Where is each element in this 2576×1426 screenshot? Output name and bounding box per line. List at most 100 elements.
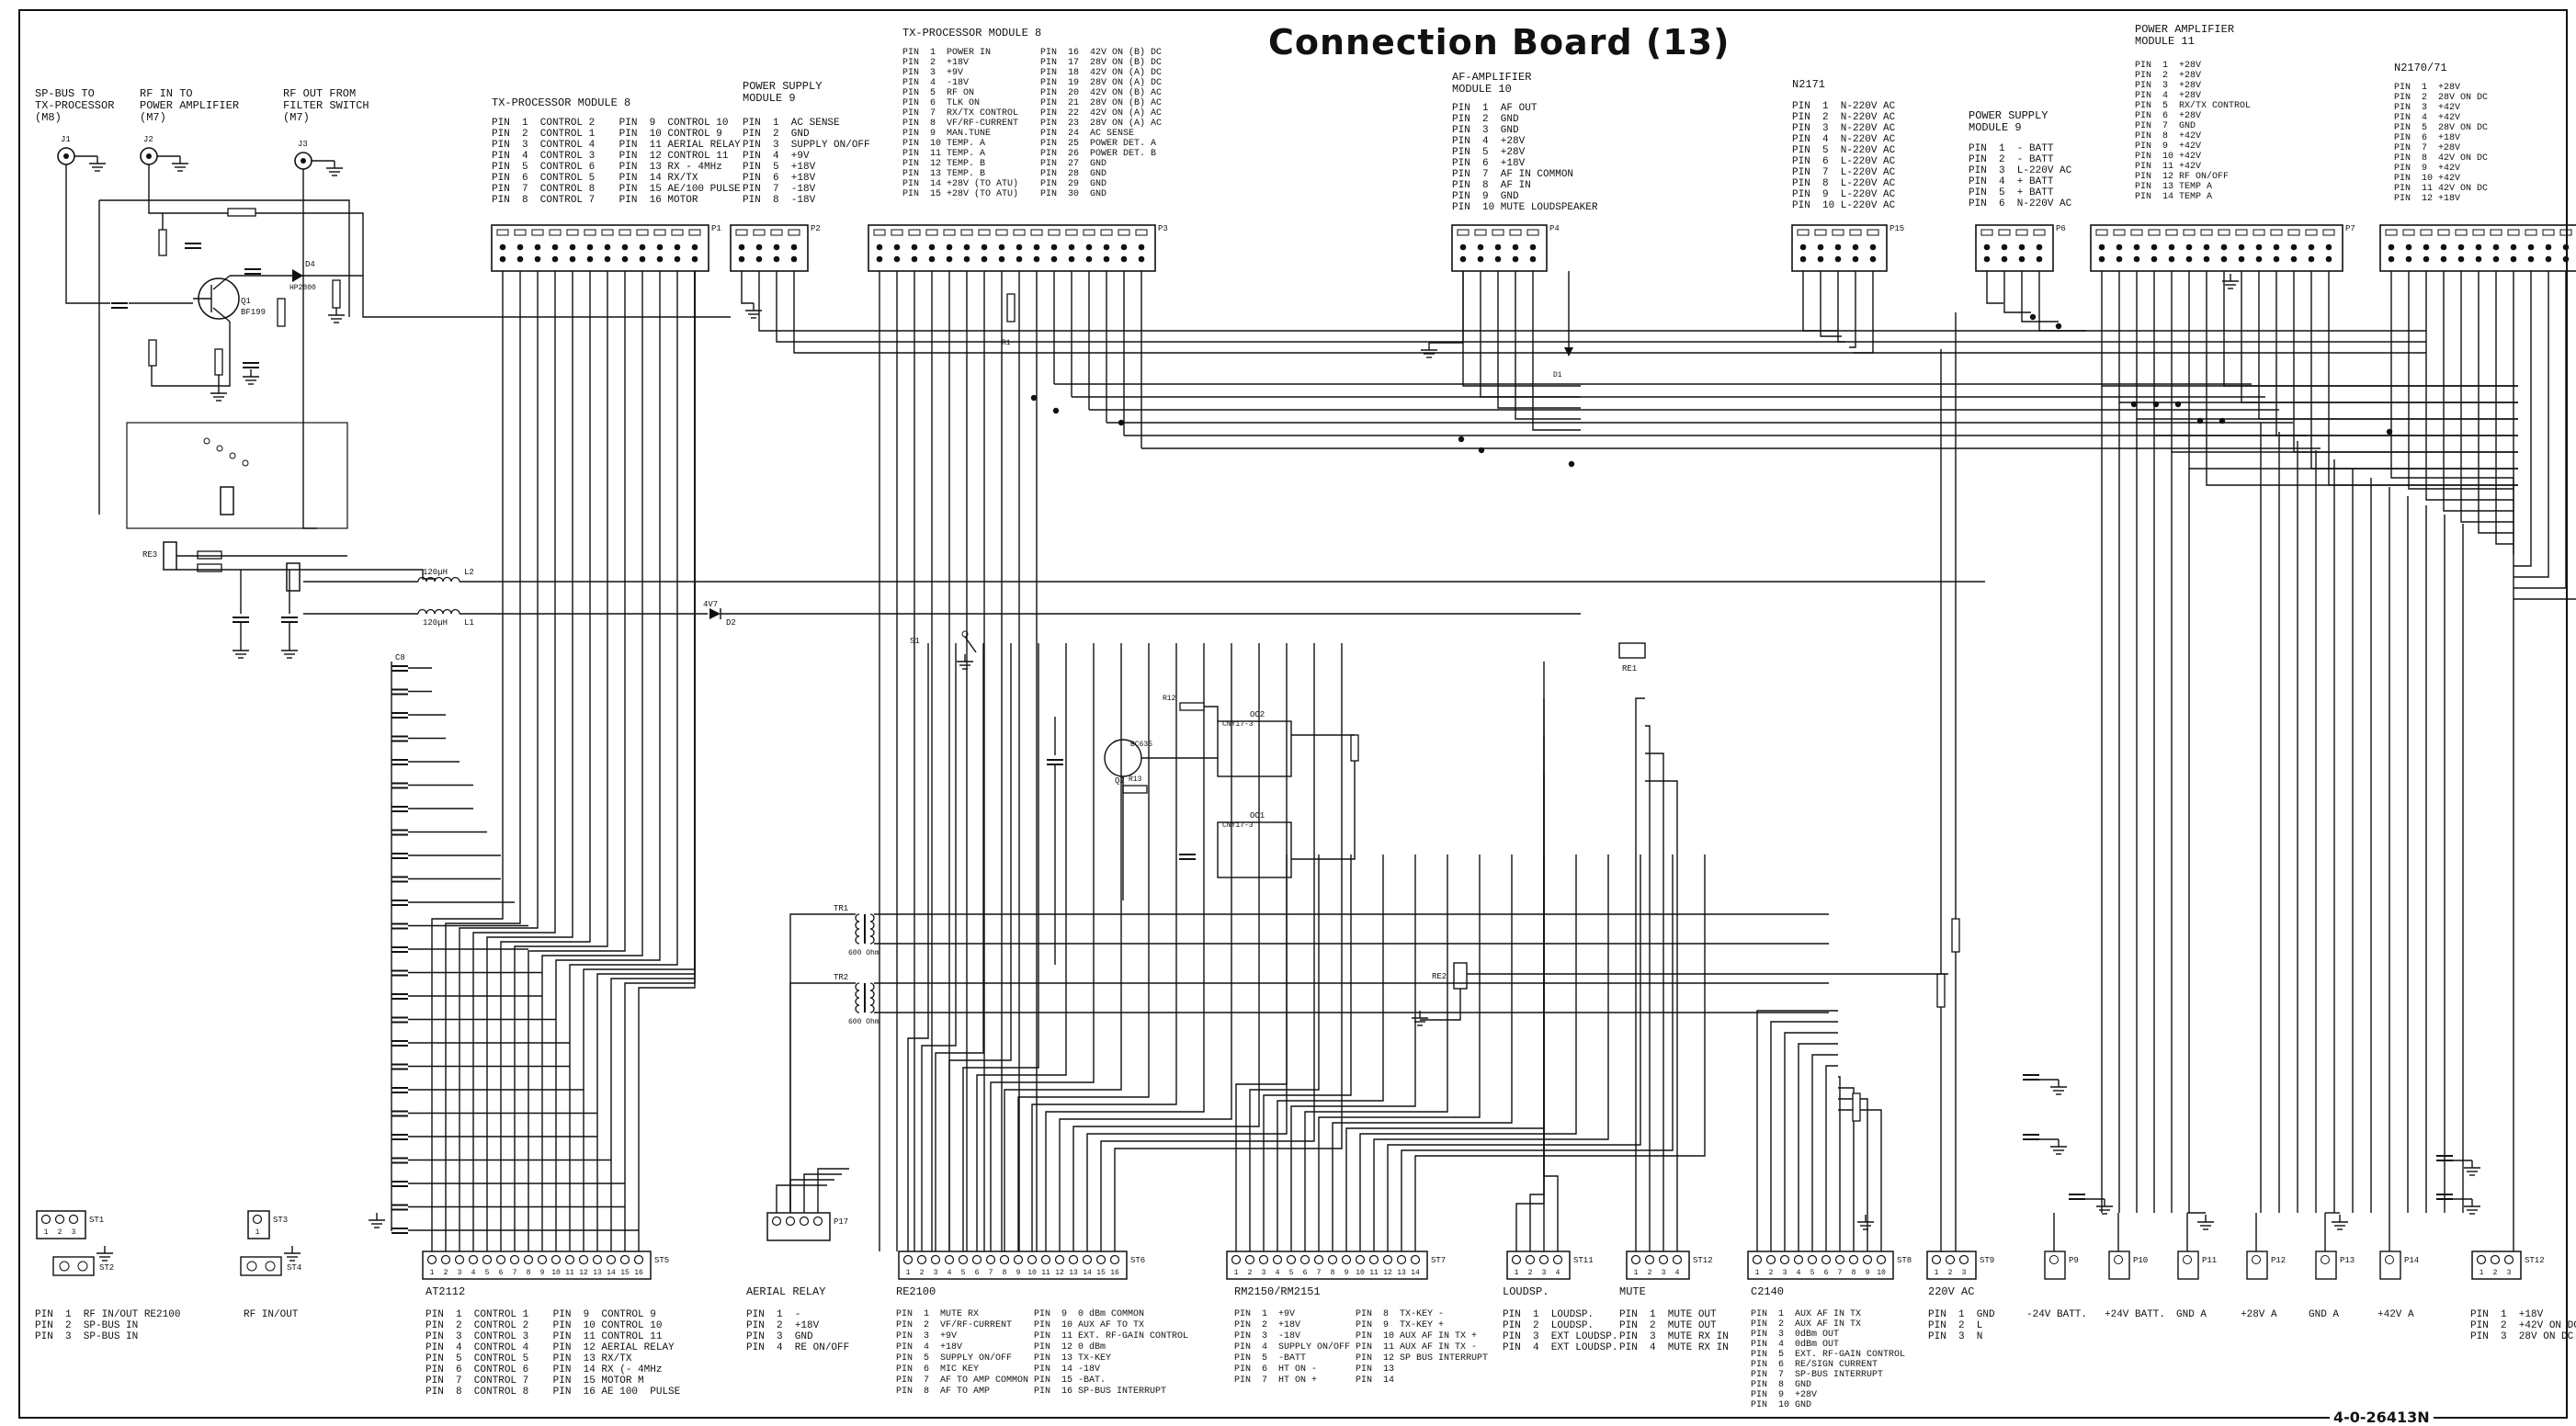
terminal-circle xyxy=(1396,1254,1407,1265)
relay-contact xyxy=(229,452,236,459)
pin-tab xyxy=(2420,229,2433,236)
connector-p4-ref: P4 xyxy=(1549,224,1560,233)
terminal-st1-ref: ST1 xyxy=(89,1216,104,1225)
wire xyxy=(2460,271,2514,523)
wire xyxy=(638,271,696,1251)
pin-dot xyxy=(1869,255,1877,263)
bottom-header-re2100: RE2100 xyxy=(896,1285,936,1298)
terminal-circle xyxy=(902,1254,914,1265)
pin-dot xyxy=(2290,243,2298,251)
terminal-p11-ref: P11 xyxy=(2202,1256,2217,1265)
wire xyxy=(2241,271,2518,403)
inductor-l1 xyxy=(426,608,436,615)
pin-tab xyxy=(653,229,666,236)
relay-frame xyxy=(126,422,348,529)
re2-ref: RE2 xyxy=(1432,972,1447,981)
terminal-circle xyxy=(1082,1254,1093,1265)
pin-number: 4 xyxy=(1797,1269,1801,1277)
wire xyxy=(1045,643,1205,1251)
pin-dot xyxy=(738,243,745,251)
wire xyxy=(1838,1098,1868,1251)
pin-number: 4 xyxy=(471,1269,476,1277)
wire xyxy=(2223,271,2518,387)
pin-tab xyxy=(873,229,886,236)
pin-tab xyxy=(2015,229,2028,236)
wire xyxy=(2206,271,2518,486)
fuse-f1 xyxy=(1951,918,1960,953)
wire xyxy=(1373,854,1609,1251)
pin-table-st12: PIN 1 +18V PIN 2 +42V ON DC PIN 3 28V ON… xyxy=(2470,1309,2576,1342)
diode-d1 xyxy=(1564,347,1573,356)
wire xyxy=(176,569,437,580)
wire xyxy=(1359,854,1577,1251)
pin-dot xyxy=(1834,255,1842,263)
transformer xyxy=(869,935,875,945)
pin-table-txp8-b: PIN 1 POWER IN PIN 16 42V ON (B) DC PIN … xyxy=(902,48,1163,199)
resistor-r8 xyxy=(214,348,223,376)
pin-dot xyxy=(569,243,576,251)
r1-ref: R1 xyxy=(1002,339,1011,347)
r12-ref: R12 xyxy=(1163,695,1176,703)
terminal-circle xyxy=(999,1254,1010,1265)
junction-dot xyxy=(1568,460,1575,468)
wire xyxy=(2258,271,2518,420)
terminal-circle xyxy=(1752,1254,1763,1265)
wire xyxy=(776,271,2426,343)
terminal-st1 xyxy=(36,1210,86,1239)
terminal-p10 xyxy=(2108,1251,2130,1280)
pin-dot xyxy=(2098,255,2105,263)
pin-number: 1 xyxy=(44,1228,49,1237)
inductor-l2 xyxy=(434,576,444,583)
pin-number: 3 xyxy=(934,1269,938,1277)
resistor-r24 xyxy=(1852,1092,1861,1122)
transformer xyxy=(869,997,875,1006)
diode-d4 xyxy=(292,269,303,282)
terminal-st5 xyxy=(422,1251,652,1280)
wire xyxy=(2514,598,2576,600)
connector-p15-ref: P15 xyxy=(1889,224,1904,233)
pin-tab xyxy=(584,229,596,236)
pin-number: 6 xyxy=(1303,1269,1308,1277)
q2-type: BC635 xyxy=(1130,741,1152,749)
terminal-st11 xyxy=(1506,1251,1571,1280)
terminal-circle xyxy=(1368,1254,1379,1265)
terminal-st9 xyxy=(1926,1251,1977,1280)
pin-number: 2 xyxy=(1769,1269,1774,1277)
wire xyxy=(212,307,231,323)
junction-dot xyxy=(2130,401,2138,408)
pin-dot xyxy=(1016,243,1023,251)
pin-number: 2 xyxy=(1948,1269,1953,1277)
diode-d2 xyxy=(709,608,721,619)
wire xyxy=(1235,854,1288,1251)
header-n2171: N2171 xyxy=(1792,78,1826,91)
pin-dot xyxy=(2562,255,2570,263)
pin-dot xyxy=(946,243,953,251)
terminal-circle xyxy=(482,1254,493,1265)
pin-dot xyxy=(2545,255,2552,263)
pin-tab xyxy=(2472,229,2485,236)
terminal-circle xyxy=(468,1254,479,1265)
terminal-circle xyxy=(1630,1254,1641,1265)
terminal-st4 xyxy=(240,1256,282,1276)
pin-tab xyxy=(1492,229,1504,236)
wire xyxy=(948,643,1012,1251)
diagram-title: Connection Board (13) xyxy=(1268,22,1731,62)
wire xyxy=(2003,271,2031,313)
terminal-circle xyxy=(2183,1255,2192,1264)
pin-number: 1 xyxy=(255,1228,260,1237)
pin-number: 2 xyxy=(1648,1269,1652,1277)
screw xyxy=(265,1261,276,1272)
wire xyxy=(2275,271,2518,436)
pin-dot xyxy=(2562,243,2570,251)
pin-number: 3 xyxy=(1542,1269,1547,1277)
pin-number: 3 xyxy=(2507,1269,2512,1277)
terminal-circle xyxy=(971,1254,982,1265)
wire xyxy=(541,271,643,1251)
pin-dot xyxy=(2492,243,2500,251)
junction-dot xyxy=(1458,436,1465,443)
header-rf-in: RF IN TO POWER AMPLIFIER (M7) xyxy=(140,87,240,124)
pin-table-loudsp: PIN 1 LOUDSP. PIN 2 LOUDSP. PIN 3 EXT LO… xyxy=(1503,1309,1618,1353)
pin-dot xyxy=(2168,243,2175,251)
terminal-circle xyxy=(1793,1254,1804,1265)
